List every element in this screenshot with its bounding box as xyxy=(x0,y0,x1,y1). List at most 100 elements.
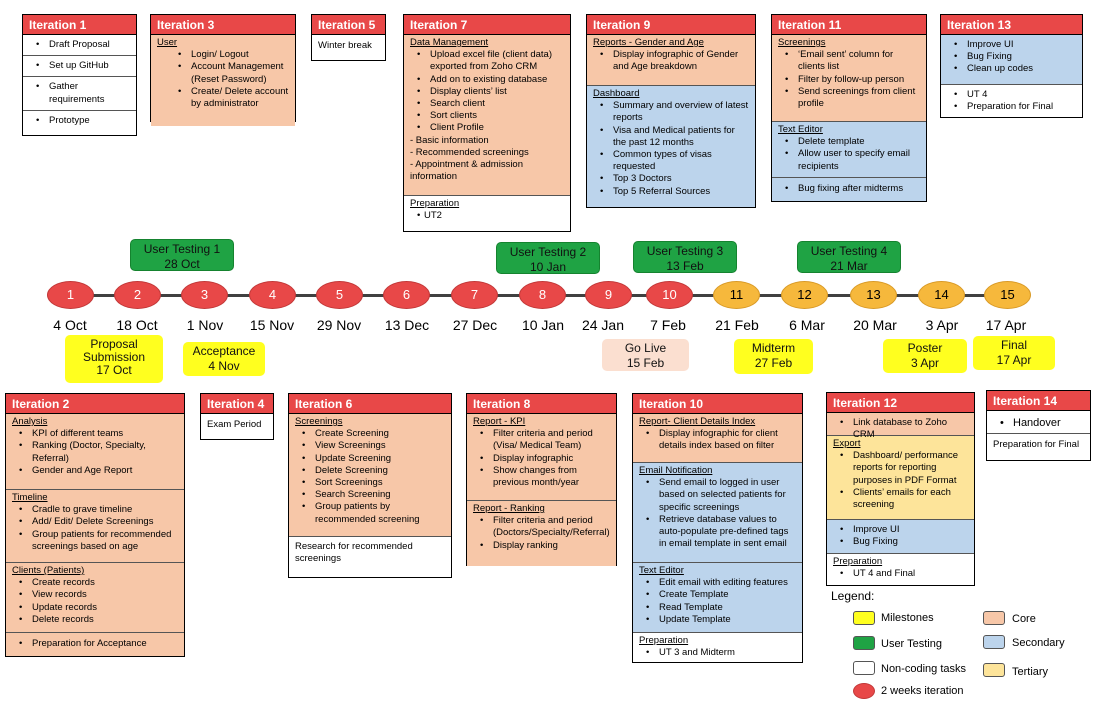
iteration-13-card: Iteration 13 Improve UI Bug Fixing Clean… xyxy=(940,14,1083,118)
iteration-9-card: Iteration 9 Reports - Gender and Age Dis… xyxy=(586,14,756,208)
legend-tertiary-swatch xyxy=(983,663,1005,677)
legend-secondary-swatch xyxy=(983,635,1005,649)
iteration-14-card: Iteration 14 Handover Preparation for Fi… xyxy=(986,390,1091,461)
preparation-section: Preparation UT 4 and Final xyxy=(827,553,974,584)
legend-iteration-swatch xyxy=(853,683,875,699)
legend-user-testing-label: User Testing xyxy=(881,638,942,650)
user-section: User Login/ Logout Account Management (R… xyxy=(151,35,295,126)
gender-age-section: Reports - Gender and Age Display infogra… xyxy=(587,35,755,85)
iteration-node: 1 xyxy=(47,281,94,309)
timeline-date: 1 Nov xyxy=(186,317,224,333)
iteration-7-title: Iteration 7 xyxy=(404,15,570,35)
timeline-date: 15 Nov xyxy=(249,317,295,333)
iteration-node: 14 xyxy=(918,281,965,309)
timeline-date: 29 Nov xyxy=(316,317,362,333)
iteration-node: 7 xyxy=(451,281,498,309)
legend-non-coding-label: Non-coding tasks xyxy=(881,663,966,675)
iteration-5-title: Iteration 5 xyxy=(312,15,385,35)
timeline-date: 7 Feb xyxy=(650,317,686,333)
iteration-node: 15 xyxy=(984,281,1031,309)
iteration-6-card: Iteration 6 Screenings Create Screening … xyxy=(288,393,452,578)
iteration-node: 13 xyxy=(850,281,897,309)
timeline-date: 17 Apr xyxy=(985,317,1027,333)
iteration-11-card: Iteration 11 Screenings ‘Email sent’ col… xyxy=(771,14,927,202)
polish-section: Improve UI Bug Fixing Clean up codes xyxy=(941,35,1082,84)
legend-secondary-label: Secondary xyxy=(1012,637,1065,649)
prep-acceptance-section: Preparation for Acceptance xyxy=(6,632,184,656)
iteration-node: 10 xyxy=(646,281,693,309)
timeline-date: 20 Mar xyxy=(853,317,897,333)
iteration-2-title: Iteration 2 xyxy=(6,394,184,414)
iteration-3-title: Iteration 3 xyxy=(151,15,295,35)
text-editor-section: Text Editor Delete template Allow user t… xyxy=(772,121,926,177)
iteration-node: 11 xyxy=(713,281,760,309)
prep-final-section: Preparation for Final xyxy=(987,433,1090,455)
legend-milestone-label: Milestones xyxy=(881,612,934,624)
timeline-date: 24 Jan xyxy=(581,317,625,333)
email-notification-section: Email Notification Send email to logged … xyxy=(633,462,802,562)
timeline-date: 4 Oct xyxy=(53,317,87,333)
iteration-7-card: Iteration 7 Data Management Upload excel… xyxy=(403,14,571,232)
iteration-node: 9 xyxy=(585,281,632,309)
iteration-9-title: Iteration 9 xyxy=(587,15,755,35)
timeline-date: 21 Feb xyxy=(715,317,759,333)
legend-iteration-label: 2 weeks iteration xyxy=(881,685,964,697)
timeline-date: 6 Mar xyxy=(789,317,825,333)
analysis-section: Analysis KPI of different teams Ranking … xyxy=(6,414,184,489)
preparation-section: Preparation UT2 xyxy=(404,195,570,226)
iteration-13-title: Iteration 13 xyxy=(941,15,1082,35)
zoho-link-section: Link database to Zoho CRM xyxy=(827,413,974,440)
research-section: Research for recommended screenings xyxy=(289,536,451,569)
timeline-date: 13 Dec xyxy=(384,317,430,333)
legend-milestone-swatch xyxy=(853,611,875,625)
ranking-report-section: Report - Ranking Filter criteria and per… xyxy=(467,500,616,566)
timeline-date: 3 Apr xyxy=(925,317,959,333)
iteration-8-card: Iteration 8 Report - KPI Filter criteria… xyxy=(466,393,617,566)
iteration-node: 3 xyxy=(181,281,228,309)
iteration-6-title: Iteration 6 xyxy=(289,394,451,414)
iteration-2-card: Iteration 2 Analysis KPI of different te… xyxy=(5,393,185,657)
improve-section: Improve UI Bug Fixing xyxy=(827,519,974,553)
legend-core-label: Core xyxy=(1012,613,1036,625)
legend-title: Legend: xyxy=(831,589,875,603)
export-section: Export Dashboard/ performance reports fo… xyxy=(827,435,974,519)
legend-core-swatch xyxy=(983,611,1005,625)
iteration-14-title: Iteration 14 xyxy=(987,391,1090,411)
task-row: Draft Proposal xyxy=(23,35,136,55)
bug-fixing-section: Bug fixing after midterms xyxy=(772,177,926,201)
iteration-10-card: Iteration 10 Report- Client Details Inde… xyxy=(632,393,803,663)
iteration-node: 12 xyxy=(781,281,828,309)
screenings-section: Screenings ‘Email sent’ column for clien… xyxy=(772,35,926,121)
task-row: Set up GitHub xyxy=(23,55,136,76)
iteration-10-title: Iteration 10 xyxy=(633,394,802,414)
timeline-date: 10 Jan xyxy=(521,317,565,333)
iteration-node: 5 xyxy=(316,281,363,309)
timeline-date: 27 Dec xyxy=(452,317,498,333)
iteration-3-card: Iteration 3 User Login/ Logout Account M… xyxy=(150,14,296,126)
client-details-section: Report- Client Details Index Display inf… xyxy=(633,414,802,462)
legend-tertiary-label: Tertiary xyxy=(1012,666,1049,678)
iteration-12-title: Iteration 12 xyxy=(827,393,974,413)
iteration-node: 6 xyxy=(383,281,430,309)
clients-section: Clients (Patients) Create records View r… xyxy=(6,562,184,632)
iteration-4-card: Iteration 4 Exam Period xyxy=(200,393,274,440)
screenings-section: Screenings Create Screening View Screeni… xyxy=(289,414,451,536)
iteration-11-title: Iteration 11 xyxy=(772,15,926,35)
timeline-date: 18 Oct xyxy=(116,317,158,333)
legend-user-testing-swatch xyxy=(853,636,875,650)
iteration-node: 8 xyxy=(519,281,566,309)
handover-section: Handover xyxy=(987,411,1090,433)
task-row: Gather requirements xyxy=(23,76,136,109)
kpi-report-section: Report - KPI Filter criteria and period … xyxy=(467,414,616,500)
iteration-4-title: Iteration 4 xyxy=(201,394,273,414)
